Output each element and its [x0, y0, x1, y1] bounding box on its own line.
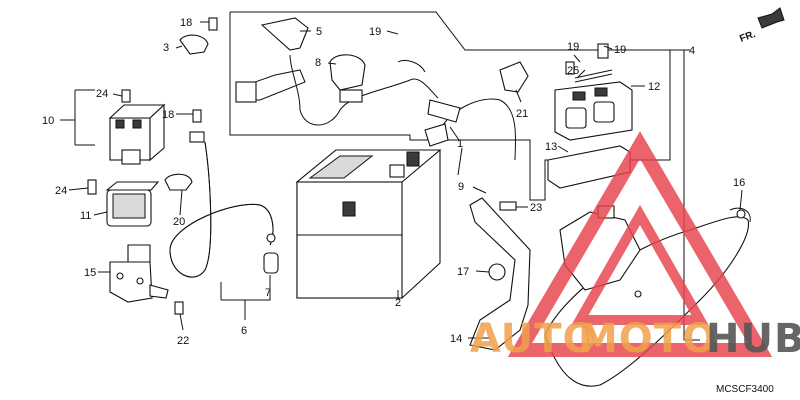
bolt-23 [174, 301, 184, 315]
relay-bracket [109, 244, 169, 303]
callout-18b: 18 [162, 109, 174, 121]
callout-14: 14 [450, 333, 462, 345]
callout-19b: 19 [567, 41, 579, 53]
callout-19a: 19 [369, 26, 381, 38]
fuse-24a [121, 89, 131, 103]
grommet-17 [488, 263, 506, 281]
bolt-18b [192, 109, 202, 123]
callout-22: 23 [530, 202, 542, 214]
callout-19c: 19 [614, 44, 626, 56]
callout-9: 9 [458, 181, 464, 193]
callout-16: 16 [733, 177, 745, 189]
callout-20: 21 [516, 108, 528, 120]
callout-6: 6 [241, 325, 247, 337]
watermark-text-auto: AUTO [470, 316, 598, 362]
battery [295, 149, 442, 299]
fr-label: FR. [738, 29, 757, 45]
relay-rubber [105, 181, 160, 227]
callout-21: 20 [173, 216, 185, 228]
callout-15: 15 [84, 267, 96, 279]
callout-12: 12 [648, 81, 660, 93]
watermark-text-hub: HUB [706, 316, 800, 362]
callout-8: 8 [315, 57, 321, 69]
watermark-text-moto: MOTO [578, 316, 717, 362]
leader-lines [60, 21, 743, 341]
callout-3: 3 [163, 42, 169, 54]
clamp-21 [164, 173, 193, 191]
callout-1: 1 [457, 138, 463, 150]
callout-17: 17 [457, 266, 469, 278]
callout-24a: 24 [96, 88, 108, 100]
bracket-14 [469, 197, 531, 351]
watermark-logo [507, 131, 773, 357]
bolt-22 [499, 201, 517, 211]
fuse-24b [87, 179, 97, 195]
callout-10: 10 [42, 115, 54, 127]
callout-24b: 24 [55, 185, 67, 197]
callout-13: 13 [545, 141, 557, 153]
callout-2: 2 [395, 297, 401, 309]
terminal-20 [499, 61, 529, 93]
clip-3 [179, 34, 209, 55]
callout-4: 4 [689, 45, 695, 57]
cover-8 [329, 54, 366, 91]
assembly-frame [229, 11, 671, 201]
callout-11: 11 [80, 210, 91, 222]
callout-23: 22 [177, 335, 189, 347]
callout-5: 5 [316, 26, 322, 38]
callout-25: 25 [567, 65, 579, 77]
watermark-text: AUTO MOTO HUB [470, 316, 800, 362]
watermark-inner-triangle [571, 204, 709, 325]
cap-5 [260, 17, 309, 51]
callout-7: 7 [265, 287, 271, 299]
bolt-18a [208, 17, 218, 31]
front-direction-indicator: FR. [738, 7, 785, 45]
starter-relay [108, 103, 166, 165]
callout-18a: 18 [180, 17, 192, 29]
watermark-triangle [507, 131, 773, 357]
diagram-code: MCSCF3400 [716, 384, 774, 395]
